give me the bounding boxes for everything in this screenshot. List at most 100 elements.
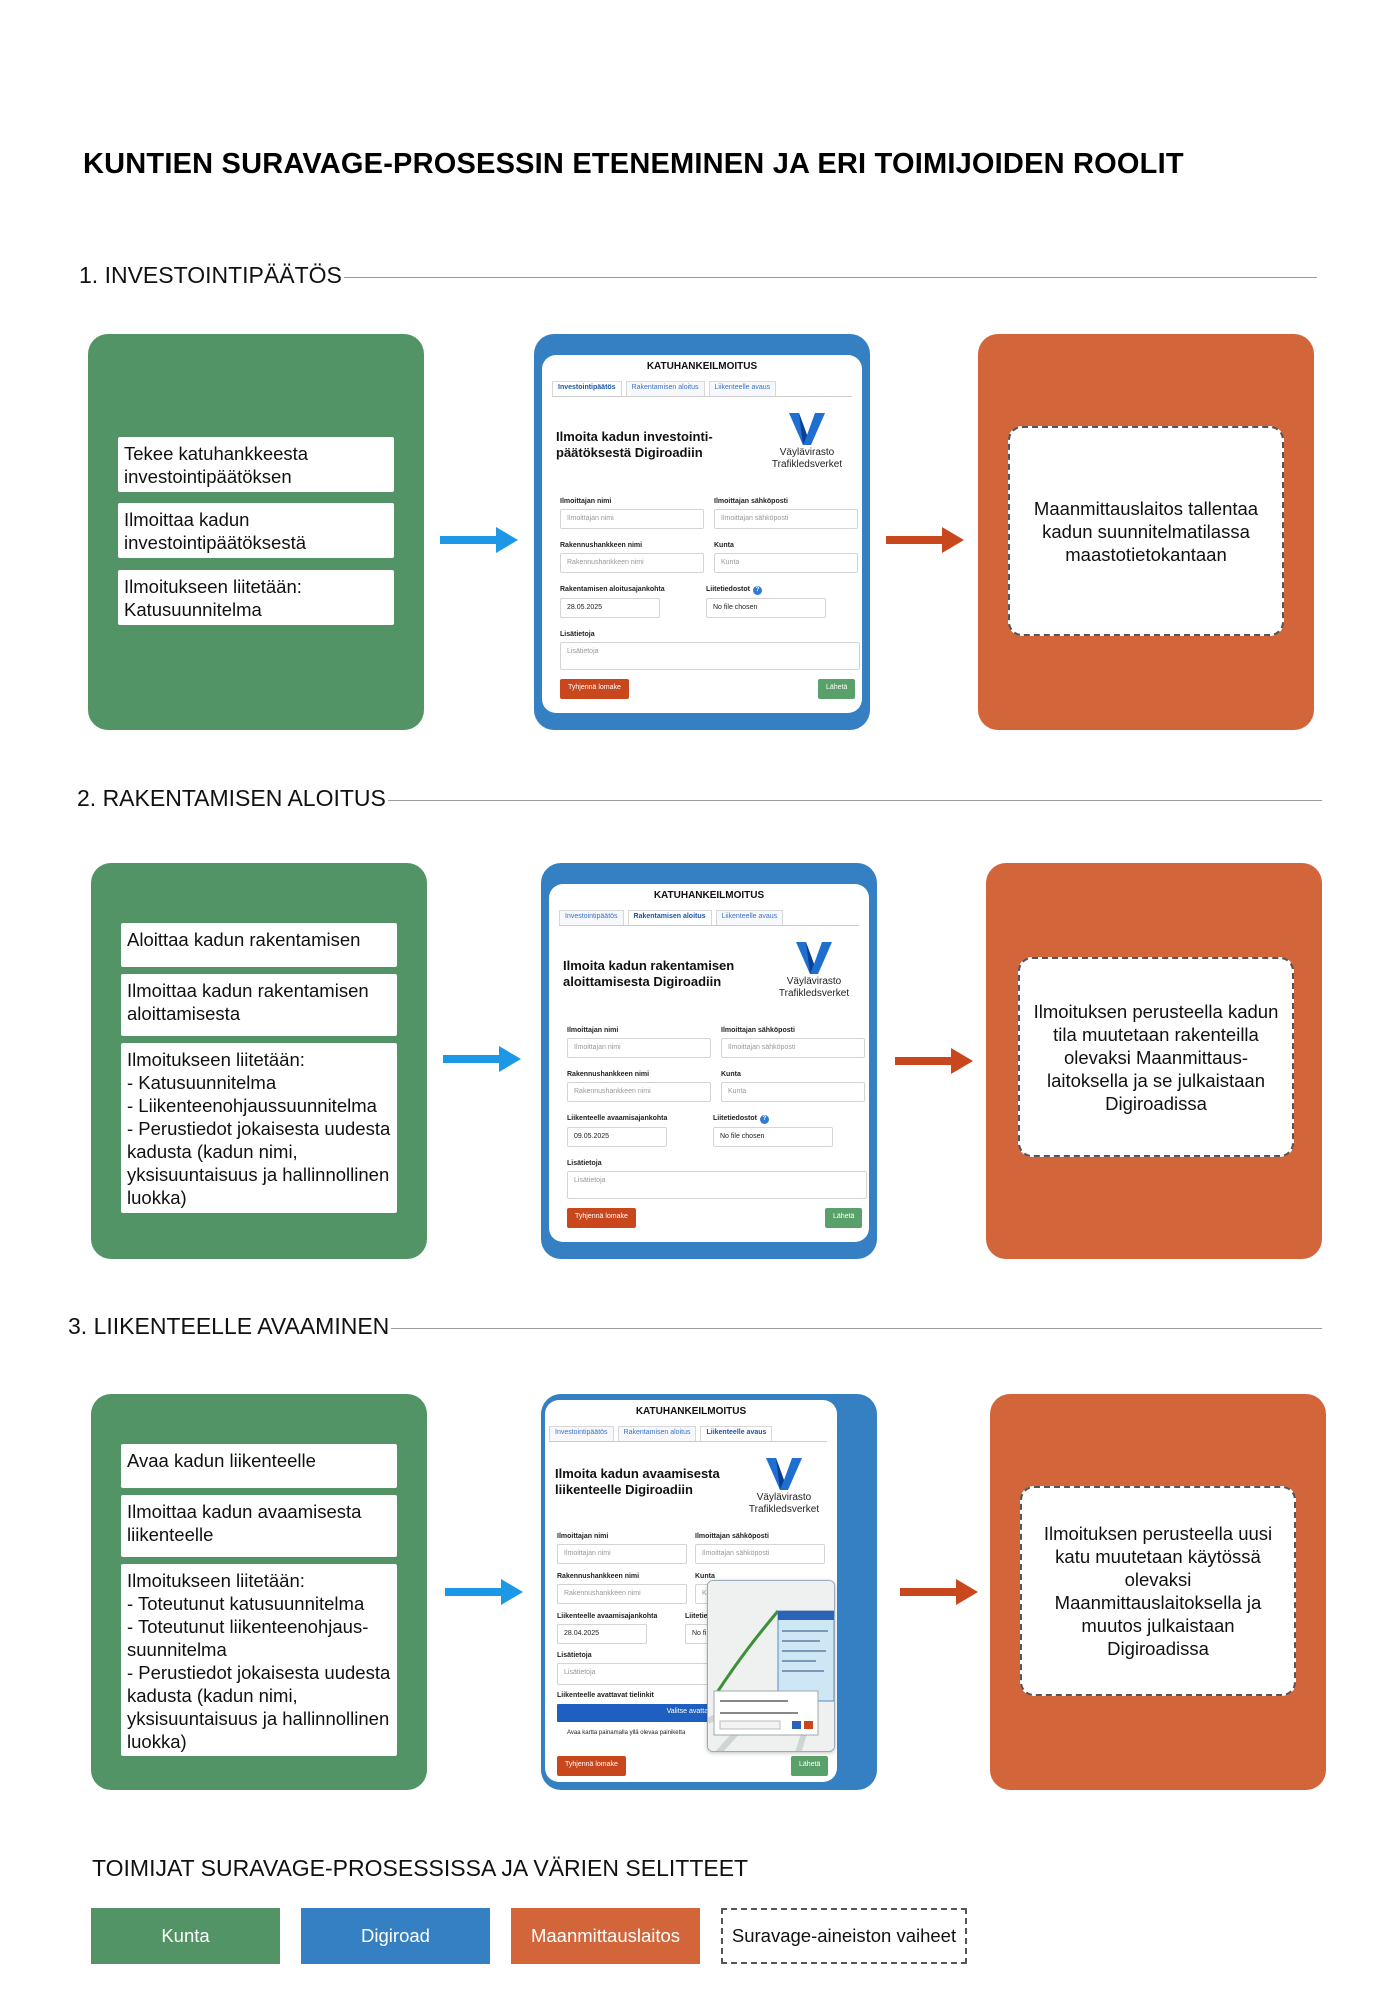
- kunta-step: Tekee katuhankkeesta investointipäätökse…: [118, 437, 394, 492]
- date-label: Rakentamisen aloitusajankohta: [560, 586, 665, 593]
- legend-digiroad: Digiroad: [301, 1908, 490, 1964]
- tab-liikenteelle-avaus[interactable]: Liikenteelle avaus: [715, 910, 784, 925]
- tab-rakentamisen-aloitus[interactable]: Rakentamisen aloitus: [617, 1426, 697, 1441]
- legend-maanmittauslaitos: Maanmittauslaitos: [511, 1908, 700, 1964]
- arrow-right-icon: [895, 1048, 973, 1074]
- kunta-step: Ilmoitukseen liitetään: Katusuunnitelma: [118, 570, 394, 625]
- kunta-panel-3: Avaa kadun liikenteelle Ilmoittaa kadun …: [91, 1394, 427, 1790]
- email-label: Ilmoittajan sähköposti: [714, 498, 788, 505]
- katuhanke-form-3: KATUHANKEILMOITUS Investointipäätös Rake…: [545, 1400, 837, 1782]
- project-label: Rakennushankkeen nimi: [557, 1573, 640, 1580]
- logo-text-fi: Väylävirasto: [786, 976, 842, 987]
- links-label: Liikenteelle avattavat tielinkit: [557, 1692, 654, 1699]
- file-input[interactable]: No file chosen: [706, 598, 826, 618]
- extra-textarea[interactable]: Lisätietoja: [557, 1663, 717, 1685]
- section-divider: [343, 276, 1317, 278]
- extra-label: Lisätietoja: [567, 1160, 602, 1167]
- date-input[interactable]: 28.04.2025: [557, 1624, 647, 1644]
- form-tabs: Investointipäätös Rakentamisen aloitus L…: [552, 381, 852, 397]
- name-input[interactable]: Ilmoittajan nimi: [557, 1544, 687, 1564]
- file-input[interactable]: No file chosen: [713, 1127, 833, 1147]
- date-input[interactable]: 09.05.2025: [567, 1127, 667, 1147]
- files-label: Liitetie: [685, 1613, 708, 1620]
- clear-form-button[interactable]: Tyhjennä lomake: [557, 1756, 626, 1776]
- form-tabs: Investointipäätös Rakentamisen aloitus L…: [559, 910, 859, 926]
- page-title: KUNTIEN SURAVAGE-PROSESSIN ETENEMINEN JA…: [83, 148, 1184, 180]
- files-label: Liitetiedostot: [706, 586, 750, 593]
- help-icon[interactable]: ?: [759, 1115, 769, 1124]
- section-heading-3: 3. LIIKENTEELLE AVAAMINEN: [68, 1311, 1322, 1341]
- logo-text-fi: Väylävirasto: [779, 447, 835, 458]
- clear-form-button[interactable]: Tyhjennä lomake: [567, 1208, 636, 1228]
- suravage-stage-box: Maanmittauslaitos tallentaa kadun suunni…: [1008, 426, 1284, 636]
- kunta-step: Ilmoitukseen liitetään: - Katusuunnitelm…: [121, 1043, 397, 1213]
- name-input[interactable]: Ilmoittajan nimi: [567, 1038, 711, 1058]
- kunta-panel-2: Aloittaa kadun rakentamisen Ilmoittaa ka…: [91, 863, 427, 1259]
- extra-textarea[interactable]: Lisätietoja: [567, 1171, 867, 1199]
- tab-rakentamisen-aloitus[interactable]: Rakentamisen aloitus: [625, 381, 705, 396]
- kunta-step: Ilmoitukseen liitetään: - Toteutunut kat…: [121, 1564, 397, 1756]
- municipality-label: Kunta: [721, 1071, 741, 1078]
- kunta-panel-1: Tekee katuhankkeesta investointipäätökse…: [88, 334, 424, 730]
- project-label: Rakennushankkeen nimi: [567, 1071, 650, 1078]
- help-icon[interactable]: ?: [752, 586, 762, 595]
- date-label: Liikenteelle avaamisajankohta: [557, 1613, 658, 1620]
- project-input[interactable]: Rakennushankkeen nimi: [560, 553, 704, 573]
- extra-label: Lisätietoja: [557, 1652, 592, 1659]
- vaylavirasto-logo: Väylävirasto Trafikledsverket: [739, 1458, 829, 1516]
- logo-text-fi: Väylävirasto: [756, 1492, 812, 1503]
- section-heading-2: 2. RAKENTAMISEN ALOITUS: [77, 783, 1322, 813]
- tab-investointipaatos[interactable]: Investointipäätös: [552, 381, 622, 396]
- arrow-right-icon: [886, 527, 964, 553]
- logo-text-sv: Trafikledsverket: [748, 1504, 820, 1515]
- kunta-step: Aloittaa kadun rakentamisen: [121, 923, 397, 967]
- legend-suravage-stages: Suravage-aineiston vaiheet: [721, 1908, 967, 1964]
- section-divider: [391, 1327, 1322, 1329]
- vaylavirasto-logo: Väylävirasto Trafikledsverket: [769, 942, 859, 1000]
- mml-panel-1: Maanmittauslaitos tallentaa kadun suunni…: [978, 334, 1314, 730]
- suravage-stage-box: Ilmoituksen perusteella uusi katu muutet…: [1020, 1486, 1296, 1696]
- katuhanke-form-1: KATUHANKEILMOITUS Investointipäätös Rake…: [542, 355, 862, 713]
- tab-investointipaatos[interactable]: Investointipäätös: [549, 1426, 614, 1441]
- tab-liikenteelle-avaus[interactable]: Liikenteelle avaus: [700, 1426, 773, 1441]
- map-popup[interactable]: [707, 1580, 835, 1752]
- municipality-input[interactable]: Kunta: [721, 1082, 865, 1102]
- project-input[interactable]: Rakennushankkeen nimi: [567, 1082, 711, 1102]
- arrow-right-icon: [440, 527, 518, 553]
- files-label: Liitetiedostot: [713, 1115, 757, 1122]
- form-title: KATUHANKEILMOITUS: [646, 361, 758, 372]
- kunta-step: Ilmoittaa kadun rakentamisen aloittamise…: [121, 974, 397, 1036]
- send-button[interactable]: Lähetä: [791, 1756, 829, 1776]
- date-input[interactable]: 28.05.2025: [560, 598, 660, 618]
- municipality-input[interactable]: Kunta: [714, 553, 858, 573]
- tab-liikenteelle-avaus[interactable]: Liikenteelle avaus: [708, 381, 777, 396]
- form-title: KATUHANKEILMOITUS: [635, 1406, 747, 1417]
- send-button[interactable]: Lähetä: [825, 1208, 863, 1228]
- name-label: Ilmoittajan nimi: [567, 1027, 619, 1034]
- section-heading-label: 1. INVESTOINTIPÄÄTÖS: [79, 261, 342, 288]
- mml-panel-3: Ilmoituksen perusteella uusi katu muutet…: [990, 1394, 1326, 1790]
- kunta-step: Ilmoittaa kadun investointipäätöksestä: [118, 503, 394, 558]
- email-input[interactable]: Ilmoittajan sähköposti: [721, 1038, 865, 1058]
- name-input[interactable]: Ilmoittajan nimi: [560, 509, 704, 529]
- digiroad-panel-3: KATUHANKEILMOITUS Investointipäätös Rake…: [541, 1394, 877, 1790]
- municipality-label: Kunta: [714, 542, 734, 549]
- mml-panel-2: Ilmoituksen perusteella kadun tila muute…: [986, 863, 1322, 1259]
- email-input[interactable]: Ilmoittajan sähköposti: [695, 1544, 825, 1564]
- digiroad-panel-2: KATUHANKEILMOITUS Investointipäätös Rake…: [541, 863, 877, 1259]
- project-input[interactable]: Rakennushankkeen nimi: [557, 1584, 687, 1604]
- municipality-label: Kunta: [695, 1573, 715, 1580]
- extra-textarea[interactable]: Lisätietoja: [560, 642, 860, 670]
- clear-form-button[interactable]: Tyhjennä lomake: [560, 679, 629, 699]
- name-label: Ilmoittajan nimi: [557, 1533, 609, 1540]
- date-label: Liikenteelle avaamisajankohta: [567, 1115, 668, 1122]
- files-label-row: Liitetiedostot?: [706, 586, 762, 595]
- tab-investointipaatos[interactable]: Investointipäätös: [559, 910, 624, 925]
- legend-title: TOIMIJAT SURAVAGE-PROSESSISSA JA VÄRIEN …: [92, 1855, 749, 1881]
- vaylavirasto-logo-icon: [796, 942, 832, 974]
- vaylavirasto-logo: Väylävirasto Trafikledsverket: [762, 413, 852, 471]
- tab-rakentamisen-aloitus[interactable]: Rakentamisen aloitus: [627, 910, 712, 925]
- send-button[interactable]: Lähetä: [818, 679, 856, 699]
- email-input[interactable]: Ilmoittajan sähköposti: [714, 509, 858, 529]
- form-title: KATUHANKEILMOITUS: [653, 890, 765, 901]
